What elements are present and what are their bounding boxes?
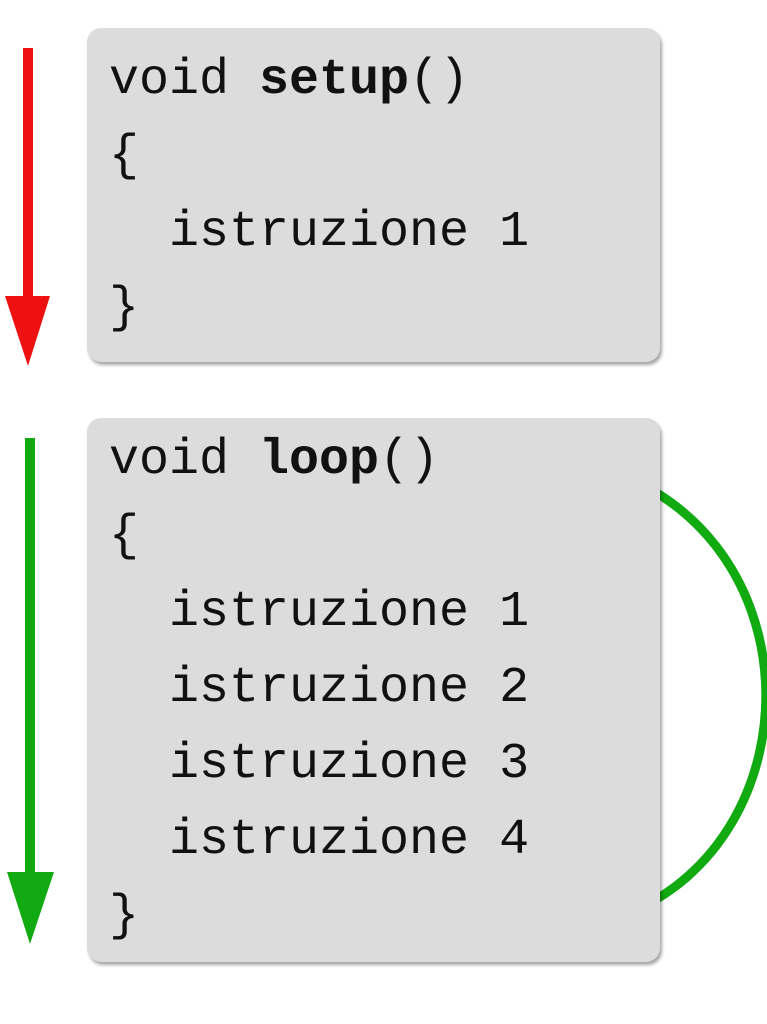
setup-signature: void setup() (109, 43, 660, 119)
setup-keyword: void (109, 52, 260, 109)
setup-close-brace: } (109, 280, 140, 337)
setup-code-block: void setup() { istruzione 1 } (87, 28, 660, 362)
loop-parens: () (379, 432, 440, 489)
loop-close-brace: } (109, 888, 140, 945)
loop-signature: void loop() (109, 423, 660, 499)
loop-keyword: void (109, 432, 260, 489)
loop-statement: istruzione 1 (109, 584, 530, 641)
setup-parens: () (409, 52, 470, 109)
setup-flow-arrow (5, 48, 50, 366)
loop-statement: istruzione 4 (109, 812, 530, 869)
setup-statement: istruzione 1 (109, 204, 530, 261)
loop-statement: istruzione 3 (109, 736, 530, 793)
loop-function-name: loop (259, 432, 380, 489)
setup-open-brace: { (109, 128, 140, 185)
loop-statement: istruzione 2 (109, 660, 530, 717)
setup-function-name: setup (259, 52, 410, 109)
loop-open-brace: { (109, 508, 140, 565)
loop-code-block: void loop() { istruzione 1 istruzione 2 … (87, 418, 660, 962)
loop-flow-arrow (7, 438, 54, 944)
